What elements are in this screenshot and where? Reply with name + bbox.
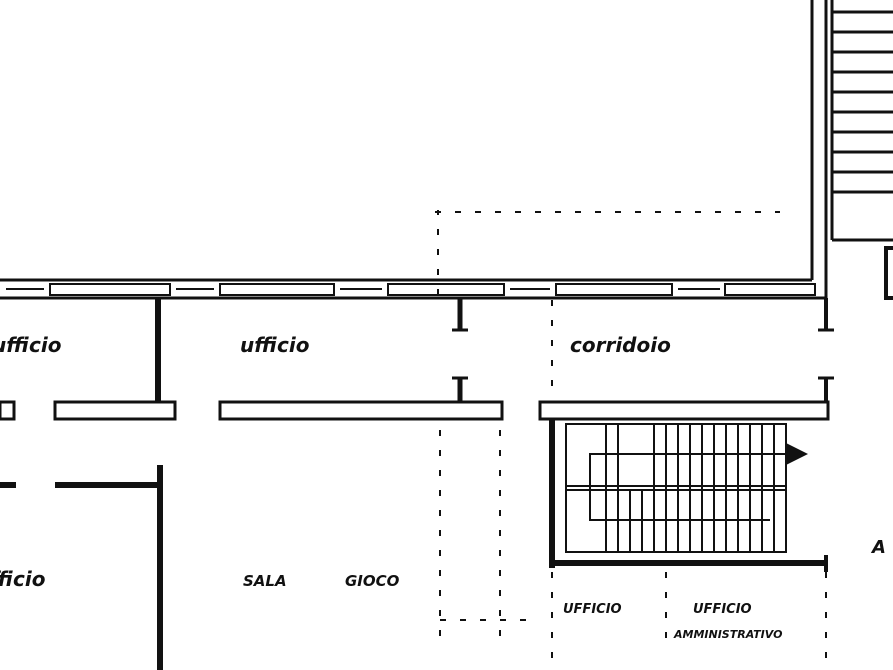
room-label-admin-office-2: AMMINISTRATIVO bbox=[673, 628, 782, 641]
window-bands bbox=[6, 283, 816, 296]
corridor-wall bbox=[0, 400, 830, 421]
vertical-partitions bbox=[155, 298, 834, 670]
dashed-lines bbox=[435, 210, 827, 670]
room-label-office-left: ufficio bbox=[0, 333, 62, 357]
room-labels: ufficio ufficio corridoio ufficio SALA G… bbox=[0, 333, 886, 641]
room-label-admin-office-1: UFFICIO bbox=[693, 602, 752, 617]
room-label-office-lower-left: ufficio bbox=[0, 567, 46, 591]
top-right-stairs bbox=[830, 0, 893, 300]
stair-arrow-icon bbox=[786, 443, 808, 465]
room-label-play-room-1: SALA bbox=[243, 572, 287, 590]
room-label-corridor: corridoio bbox=[570, 333, 671, 357]
room-label-office-center: ufficio bbox=[240, 333, 310, 357]
room-label-right-fragment: A bbox=[870, 537, 886, 558]
staircase bbox=[565, 423, 787, 553]
stair-treads bbox=[605, 424, 775, 552]
room-label-play-room-2: GIOCO bbox=[345, 572, 400, 590]
stair-direction-line bbox=[589, 453, 786, 521]
north-exterior-wall bbox=[0, 0, 828, 300]
room-label-office-small: UFFICIO bbox=[563, 602, 622, 617]
lower-walls bbox=[0, 419, 828, 572]
